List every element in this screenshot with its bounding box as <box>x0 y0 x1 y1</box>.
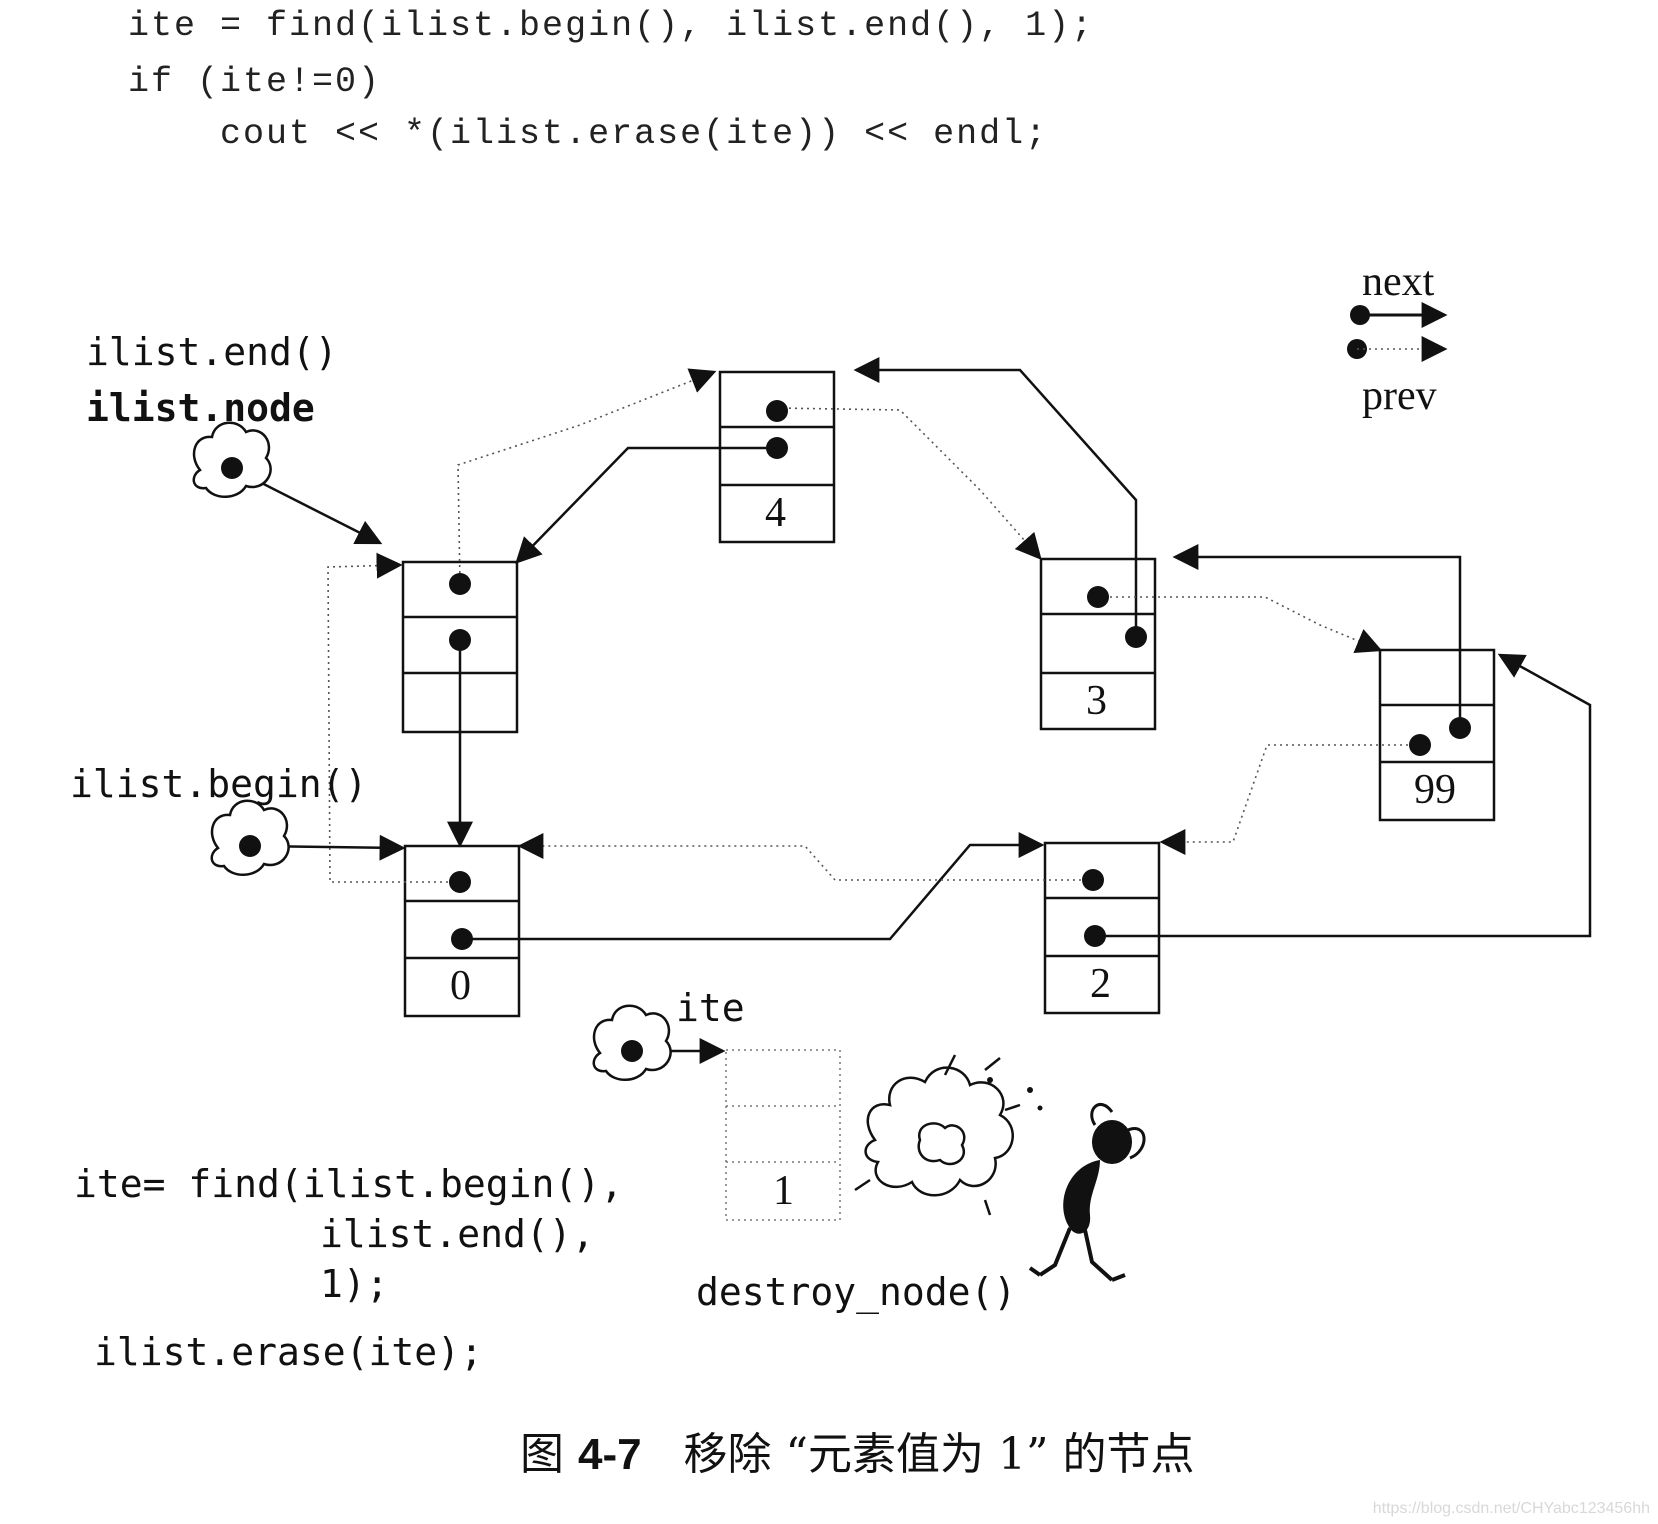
code-find-line-1: ite= find(ilist.begin(), <box>74 1162 624 1206</box>
caption-text: 移除 “元素值为 1” 的节点 <box>641 1429 1195 1480</box>
caption-prefix: 图 <box>520 1429 578 1480</box>
legend-prev-arrow <box>1347 336 1448 362</box>
next-link-4-to-blank <box>515 446 777 564</box>
running-person-icon <box>1028 1103 1146 1282</box>
node-4-value: 4 <box>765 490 786 536</box>
next-link-99-to-3 <box>1172 544 1462 728</box>
node-1-box-removed <box>725 1049 841 1221</box>
legend-prev-label: prev <box>1362 373 1437 419</box>
label-ilist-begin: ilist.begin() <box>70 762 368 806</box>
code-find-line-3: 1); <box>320 1262 389 1306</box>
legend-next-label: next <box>1362 259 1435 305</box>
explosion-icon <box>854 1054 1021 1216</box>
code-find-line-2: ilist.end(), <box>320 1212 595 1256</box>
cloud-icon-ite <box>592 1004 672 1081</box>
code-erase-line: ilist.erase(ite); <box>94 1330 483 1374</box>
watermark: https://blog.csdn.net/CHYabc123456hh <box>1372 1500 1650 1517</box>
node-99-value: 99 <box>1414 767 1456 813</box>
label-ite: ite <box>676 986 745 1030</box>
cloud-icon-node <box>192 421 272 498</box>
caption-number: 4-7 <box>578 1430 642 1479</box>
node-4-box <box>718 370 836 544</box>
prev-link-blank-to-4 <box>457 368 717 586</box>
label-ilist-node: ilist.node <box>86 386 315 430</box>
next-link-3-to-4 <box>853 357 1138 637</box>
node-2-value: 2 <box>1090 961 1111 1007</box>
node-99-box <box>1378 648 1496 822</box>
cloud-icon-begin <box>210 799 290 876</box>
next-link-0-to-2 <box>462 832 1045 941</box>
node-2-box <box>1043 841 1161 1015</box>
node-3-value: 3 <box>1086 678 1107 724</box>
code-line-3: cout << *(ilist.erase(ite)) << endl; <box>128 114 1049 154</box>
prev-link-99-to-2 <box>1159 744 1420 855</box>
node-0-value: 0 <box>450 963 471 1009</box>
prev-link-2-to-0 <box>517 833 1093 881</box>
prev-link-4-to-3 <box>776 407 1042 560</box>
prev-link-0-to-blank <box>327 552 460 883</box>
code-line-2: if (ite!=0) <box>128 62 382 102</box>
explosion-sparks <box>987 1077 1043 1111</box>
node-dots <box>449 400 1471 950</box>
label-destroy-node: destroy_node() <box>696 1270 1017 1314</box>
node-1-value: 1 <box>773 1168 794 1214</box>
figure-caption: 图 4-7 移除 “元素值为 1” 的节点 <box>520 1418 1195 1482</box>
next-link-2-to-99 <box>1095 653 1592 938</box>
label-ilist-end: ilist.end() <box>86 330 338 374</box>
code-line-1: ite = find(ilist.begin(), ilist.end(), 1… <box>128 6 1095 46</box>
legend-next-arrow <box>1350 302 1448 328</box>
